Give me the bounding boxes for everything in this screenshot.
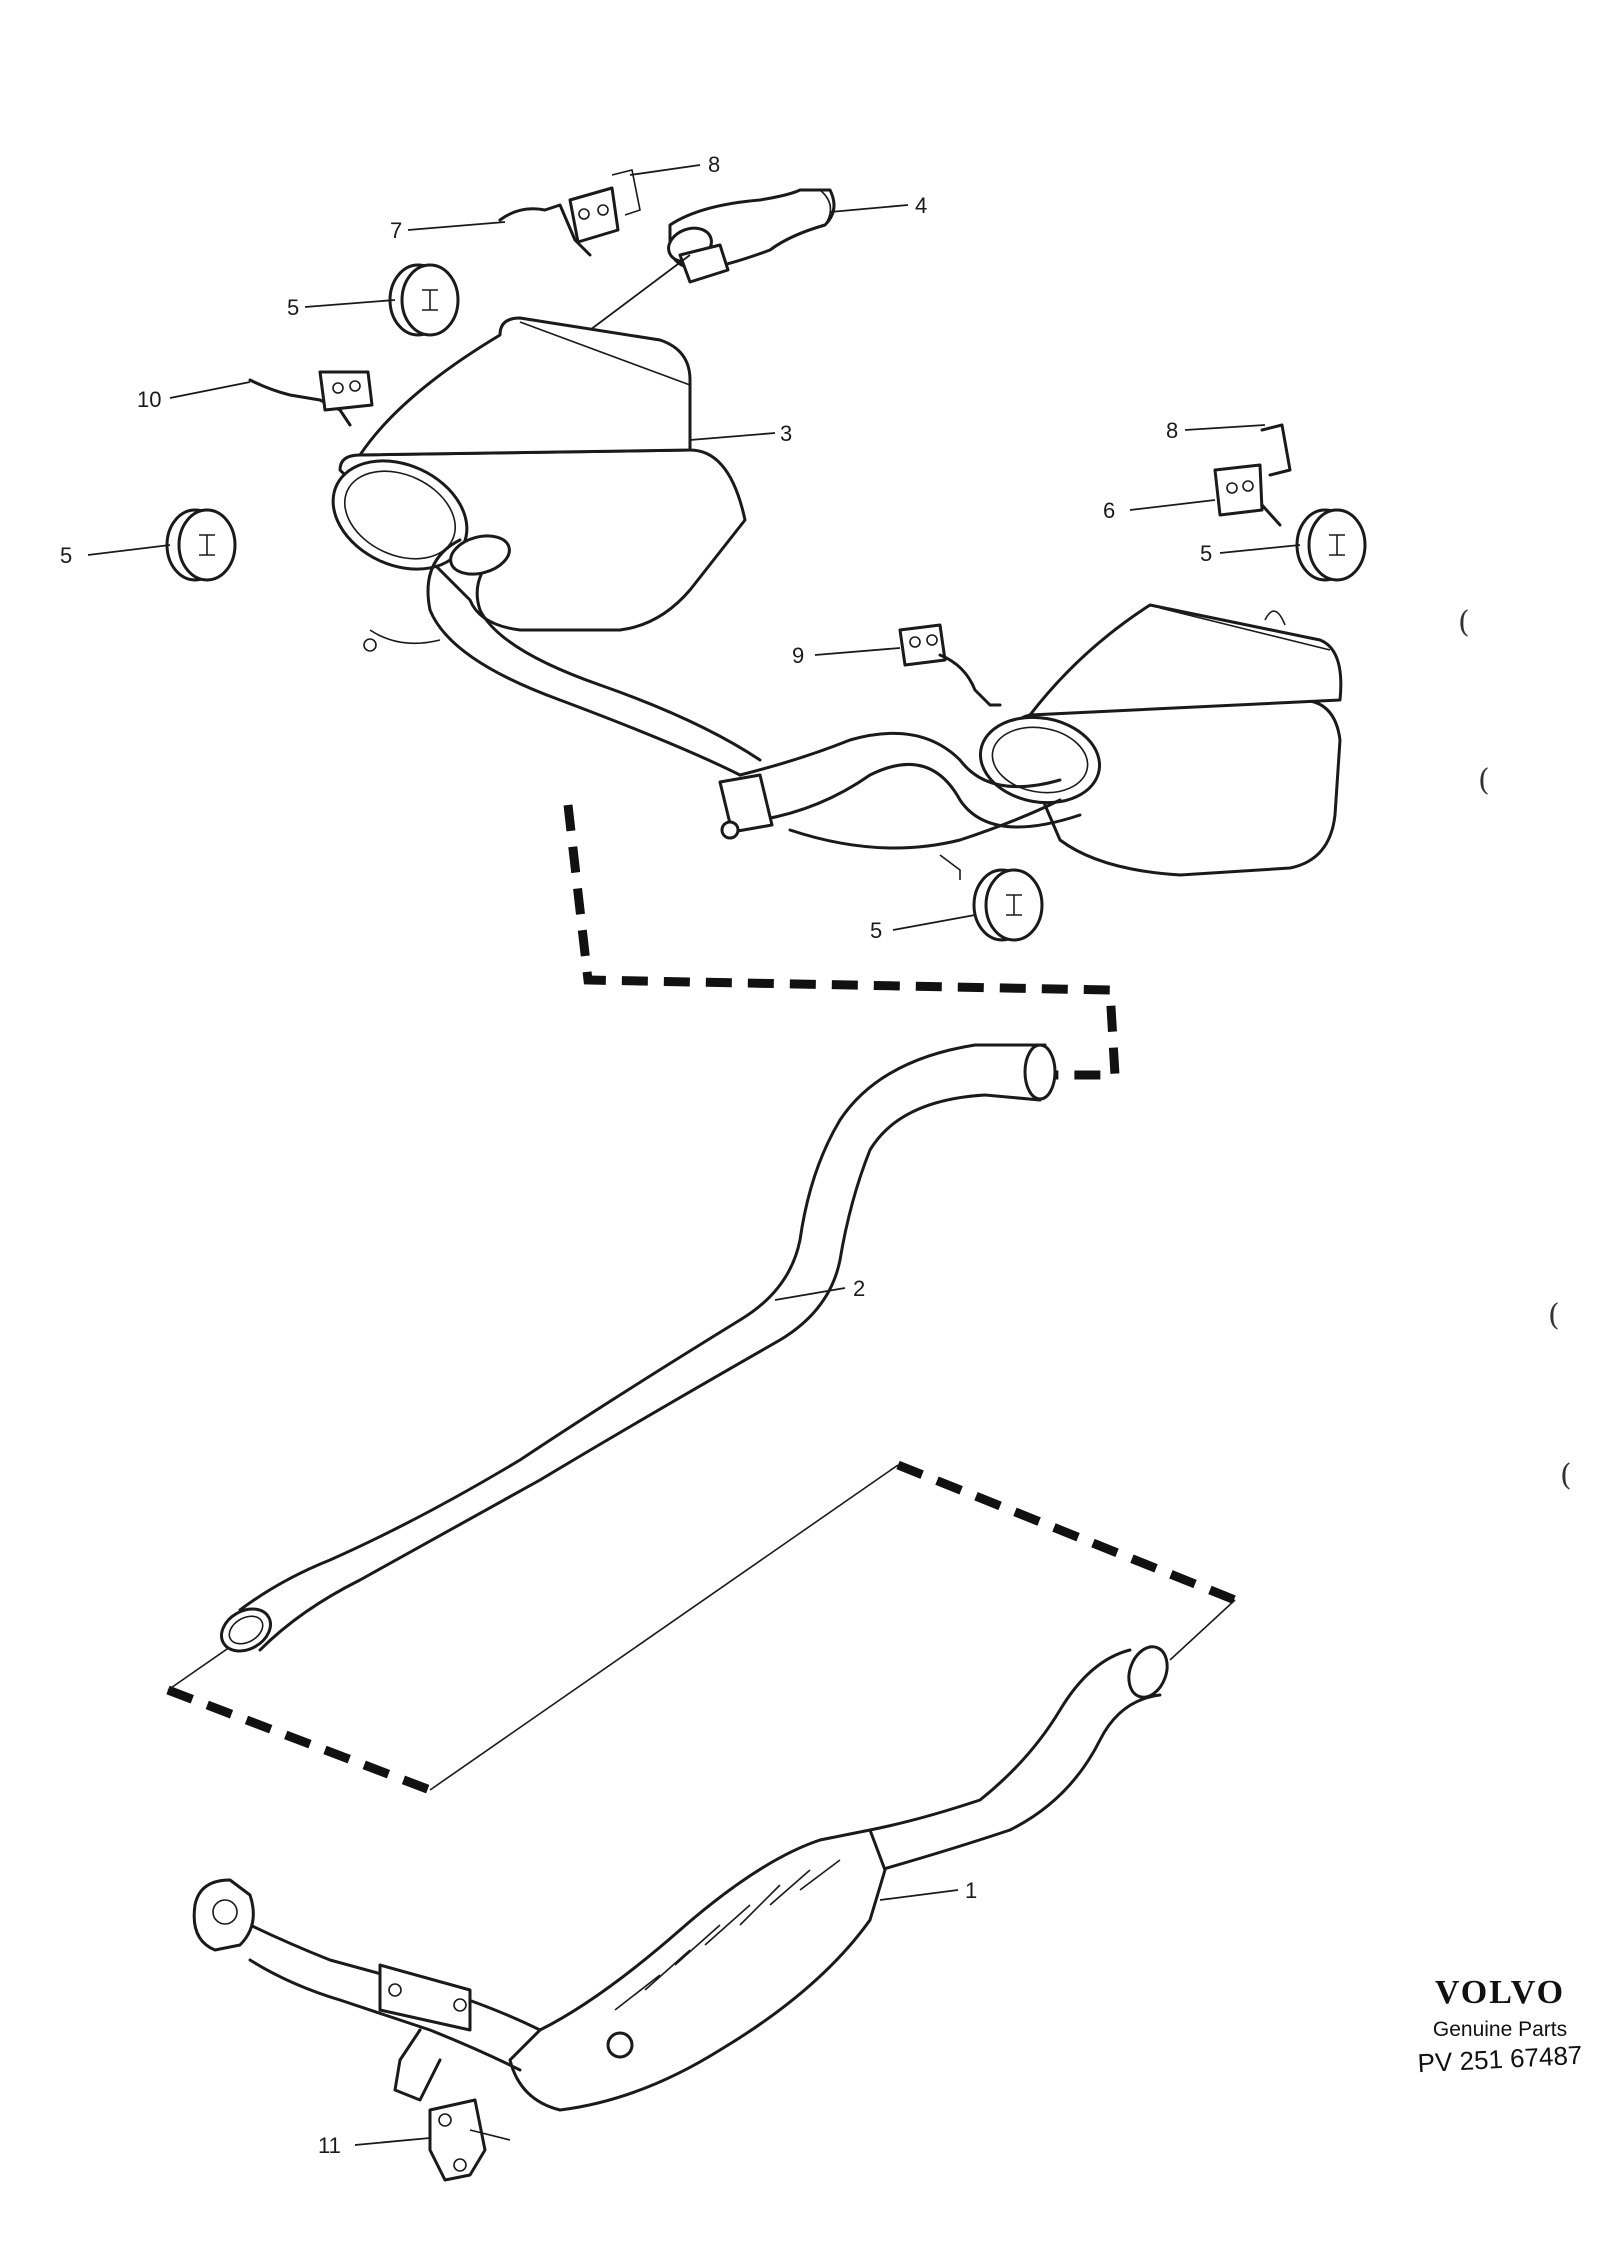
callout-10: 10 bbox=[137, 387, 161, 412]
hanger-bracket-middle bbox=[898, 623, 1002, 707]
hanger-bracket-front bbox=[498, 169, 641, 257]
rubber-mounting-1 bbox=[388, 263, 460, 337]
rubber-mounting-2 bbox=[165, 508, 237, 582]
callout-8b: 8 bbox=[1166, 418, 1178, 443]
part-number: PV 251 67487 bbox=[1416, 2039, 1584, 2079]
intermediate-pipe bbox=[220, 1043, 1057, 1653]
brand-logo: VOLVO bbox=[1434, 1974, 1566, 2011]
brand-block: VOLVO Genuine Parts PV 251 67487 bbox=[1400, 1974, 1600, 2078]
callout-7: 7 bbox=[390, 218, 402, 243]
rear-silencer-right bbox=[978, 603, 1343, 877]
margin-mark-4: ( bbox=[1560, 1458, 1572, 1493]
callout-5c: 5 bbox=[1200, 541, 1212, 566]
margin-mark-1: ( bbox=[1458, 605, 1470, 640]
rubber-mounting-3 bbox=[1295, 508, 1367, 582]
front-bracket bbox=[428, 2098, 511, 2182]
callout-5d: 5 bbox=[870, 918, 882, 943]
rubber-mounting-4 bbox=[972, 868, 1044, 942]
connection-guide-rear bbox=[563, 804, 1120, 1080]
rear-silencer-left bbox=[331, 316, 747, 632]
rear-silencer-pipe bbox=[363, 534, 762, 777]
leader-lines bbox=[87, 164, 1301, 2146]
hanger-bracket-left bbox=[248, 370, 374, 427]
connection-guide-front-line bbox=[167, 1464, 1236, 1791]
callout-2: 2 bbox=[853, 1276, 865, 1301]
callout-3: 3 bbox=[780, 421, 792, 446]
callout-5a: 5 bbox=[287, 295, 299, 320]
callout-6: 6 bbox=[1103, 498, 1115, 523]
front-pipe-catalytic-converter bbox=[192, 1645, 1169, 2112]
callout-11: 11 bbox=[318, 2133, 341, 2158]
callout-8a: 8 bbox=[708, 152, 720, 177]
callout-5b: 5 bbox=[60, 543, 72, 568]
brand-subtitle: Genuine Parts bbox=[1432, 2018, 1568, 2041]
margin-mark-2: ( bbox=[1478, 763, 1490, 798]
callout-9: 9 bbox=[792, 643, 804, 668]
callout-4: 4 bbox=[915, 193, 927, 218]
connecting-pipe bbox=[667, 188, 836, 284]
hanger-bracket-right bbox=[1213, 423, 1292, 527]
connection-guide-front bbox=[166, 1460, 1237, 1795]
margin-mark-3: ( bbox=[1548, 1298, 1560, 1333]
crossover-pipe bbox=[718, 731, 1082, 880]
callout-1: 1 bbox=[965, 1878, 977, 1903]
